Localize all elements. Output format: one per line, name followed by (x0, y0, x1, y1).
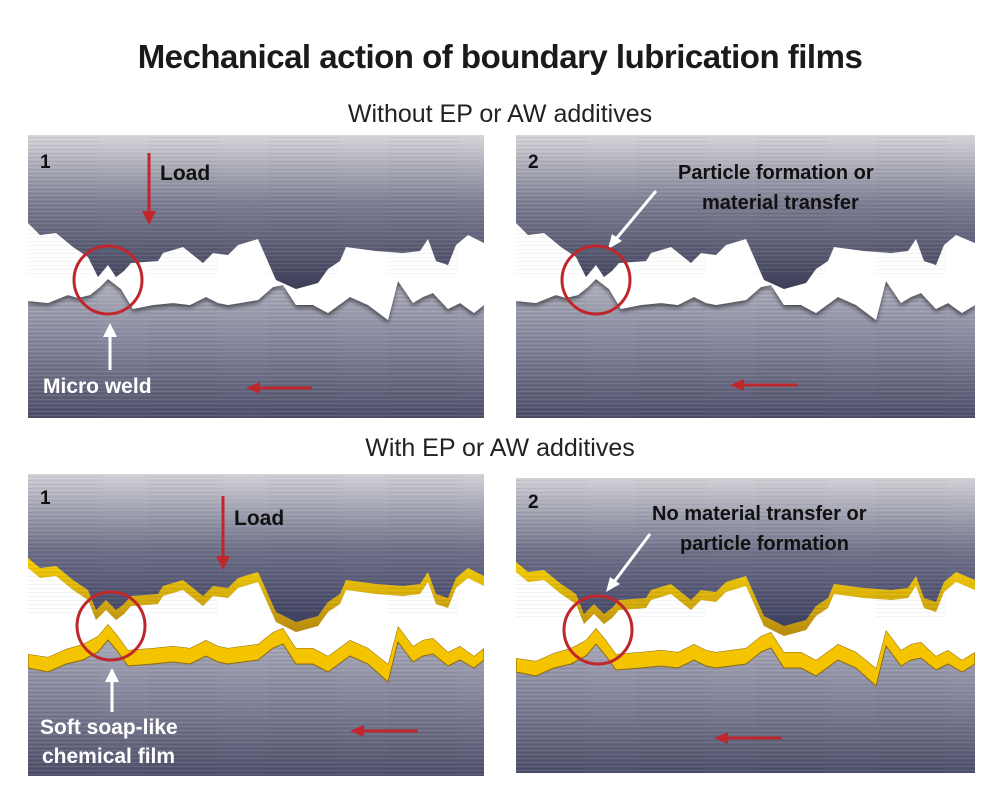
panel-svg: 1 Load Soft soap-like chemical film (28, 474, 484, 776)
particle-formation-label-line-2: material transfer (702, 192, 859, 214)
contact-highlight-circle-icon (75, 590, 147, 662)
step-number: 2 (528, 492, 539, 513)
step-number: 2 (528, 152, 539, 173)
no-transfer-pointer-arrow-icon (612, 533, 652, 583)
contact-highlight-circle-icon (72, 244, 144, 316)
particle-formation-label-line-1: Particle formation or (678, 162, 874, 184)
panel-with-step-2: 2 No material transfer or particle forma… (516, 478, 975, 773)
step-number: 1 (40, 488, 51, 509)
panel-with-step-1: 1 Load Soft soap-like chemical film (28, 474, 484, 776)
load-label: Load (160, 162, 210, 185)
contact-highlight-circle-icon (560, 244, 632, 316)
panel-svg: 2 No material transfer or particle forma… (516, 478, 975, 773)
section-heading-with-additives: With EP or AW additives (365, 434, 635, 462)
load-label: Load (234, 507, 284, 530)
step-number: 1 (40, 152, 51, 173)
panel-without-step-1: 1 Load Micro weld (28, 135, 484, 418)
contact-highlight-circle-icon (562, 594, 634, 666)
section-heading-without-additives: Without EP or AW additives (347, 100, 653, 128)
no-transfer-label-line-2: particle formation (680, 533, 849, 555)
gap-region (516, 572, 975, 668)
micro-weld-label: Micro weld (43, 375, 152, 398)
panel-without-step-2: 2 Particle formation or material transfe… (516, 135, 975, 418)
particle-pointer-arrow-icon (614, 190, 658, 240)
no-transfer-label-line-1: No material transfer or (652, 503, 867, 525)
diagram-title: Mechanical action of boundary lubricatio… (137, 38, 863, 75)
soft-film-label-line-1: Soft soap-like (40, 716, 178, 739)
panel-svg: 2 Particle formation or material transfe… (516, 135, 975, 418)
panel-svg: 1 Load Micro weld (28, 135, 484, 418)
soft-film-label-line-2: chemical film (42, 745, 175, 768)
